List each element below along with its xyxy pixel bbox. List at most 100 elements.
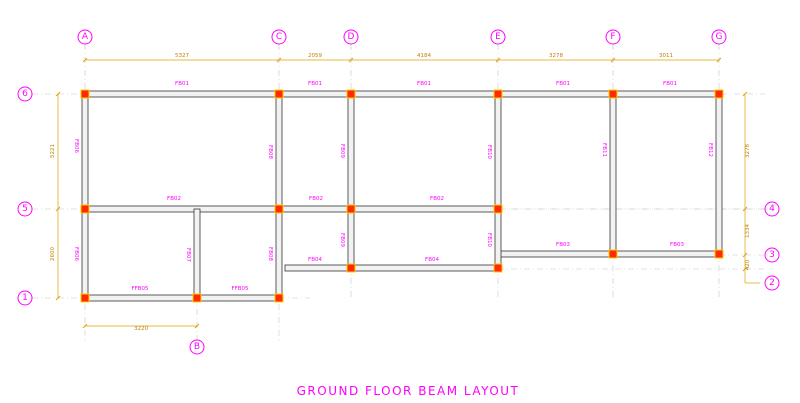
grid-bubble-label: C — [276, 32, 282, 42]
beam-fb02-c-d — [278, 205, 352, 213]
dimension-tick — [82, 57, 88, 63]
beam-label: FFB05 — [131, 286, 149, 292]
dimension-tick — [82, 323, 88, 329]
beam-label: FB01 — [417, 81, 431, 87]
dimension-tick — [716, 57, 722, 63]
horizontal-beam-labels: FB01 FB01 FB01 FB01 FB01 FB02 FB02 FB02 … — [131, 81, 684, 292]
beam-fb06-lower — [81, 208, 89, 299]
beam-fb11 — [609, 93, 617, 255]
column-e6 — [493, 89, 503, 99]
dimension-text: 2600 — [50, 247, 56, 261]
beam-ffb05-b-c — [196, 294, 280, 302]
beam-label: FB08 — [267, 145, 273, 159]
column-d5 — [346, 204, 356, 214]
beam-label: FB01 — [663, 81, 677, 87]
grid-bubble-left — [17, 201, 33, 217]
grid-bubble-label: G — [716, 32, 723, 42]
beam-label: FB06 — [73, 247, 79, 261]
dimension-text: 3011 — [659, 53, 673, 59]
beam-fb01-e-f — [497, 90, 614, 98]
beam-fb06-upper — [81, 93, 89, 210]
grid-bubble-top — [711, 29, 727, 45]
grid-bubble-top — [343, 29, 359, 45]
beam-label: FB10 — [486, 145, 492, 159]
beam-label: FFB05 — [231, 286, 249, 292]
beam-fb10-upper — [494, 93, 502, 210]
vertical-beam-labels: FB06 FB06 FB07 FB08 FB08 FB09 FB09 FB10 … — [73, 139, 713, 262]
dimension-text: 3278 — [549, 53, 563, 59]
dimension-tick — [742, 252, 748, 258]
columns — [80, 89, 724, 303]
grid-bubble-left — [17, 86, 33, 102]
beam-fb03-f-g — [612, 250, 720, 258]
beam-fb01-d-e — [350, 90, 499, 98]
column-e2 — [493, 263, 503, 273]
column-a6 — [80, 89, 90, 99]
grid-bubble-label: F — [610, 32, 615, 42]
dimension-text: 3220 — [134, 326, 148, 332]
grid-bubble-label: E — [495, 32, 501, 42]
dimension-text: 4184 — [417, 53, 431, 59]
dimension-tick — [742, 91, 748, 97]
column-d2 — [346, 263, 356, 273]
grid-bubble-label: A — [82, 32, 89, 42]
grid-bubble-right — [764, 275, 780, 291]
beam-label: FB12 — [707, 143, 713, 157]
column-b1 — [192, 293, 202, 303]
grid-bubble-label: 5 — [22, 204, 28, 214]
grid-bubble-top — [77, 29, 93, 45]
beam-fb12 — [715, 93, 723, 255]
dimension-tick — [348, 57, 354, 63]
dimension-tick — [276, 57, 282, 63]
beam-label: FB04 — [308, 257, 322, 263]
beam-label: FB01 — [556, 81, 570, 87]
dimension-text: 420 — [745, 259, 751, 270]
dimension-text: 5221 — [50, 144, 56, 158]
dimension-tick — [55, 206, 61, 212]
column-f6 — [608, 89, 618, 99]
beam-label: FB02 — [167, 196, 181, 202]
beam-fb01-c-d — [278, 90, 352, 98]
grid-bubble-left — [17, 290, 33, 306]
dimension-tick — [610, 57, 616, 63]
column-a1 — [80, 293, 90, 303]
dimension-text: 1334 — [745, 224, 751, 238]
beam-fb08-upper — [275, 93, 283, 210]
grid-bubble-top — [605, 29, 621, 45]
dimension-text: 5327 — [175, 53, 189, 59]
grid-bubble-label: B — [194, 342, 200, 352]
beam-label: FB02 — [430, 196, 444, 202]
beam-ffb05-a-b — [84, 294, 198, 302]
grid-bubble-label: 1 — [22, 293, 28, 303]
column-c1 — [274, 293, 284, 303]
drawing-title: GROUND FLOOR BEAM LAYOUT — [297, 384, 520, 398]
beam-fb09-upper — [347, 93, 355, 210]
column-e5 — [493, 204, 503, 214]
beam-fb02-d-e — [350, 205, 499, 213]
dimension-lines: 5327 2059 4184 3278 3011 5221 2600 3278 … — [50, 53, 760, 332]
beam-label: FB08 — [267, 247, 273, 261]
grid-bubbles: A C D E F G B 6 5 1 4 3 2 — [17, 29, 780, 355]
beam-label: FB09 — [339, 144, 345, 158]
beam-label: FB11 — [601, 143, 607, 157]
beam-fb10-lower — [494, 208, 502, 269]
column-a5 — [80, 204, 90, 214]
dimension-text: 2059 — [308, 53, 322, 59]
dimension-tick — [495, 57, 501, 63]
column-g6 — [714, 89, 724, 99]
grid-bubble-label: 6 — [22, 89, 28, 99]
grid-bubble-top — [490, 29, 506, 45]
grid-bubble-label: 2 — [769, 278, 775, 288]
dimension-tick — [55, 91, 61, 97]
dimension-tick — [742, 206, 748, 212]
column-g3 — [714, 249, 724, 259]
beam-label: FB01 — [175, 81, 189, 87]
beam-fb04-c-d — [284, 264, 352, 272]
beam-fb01-a-c — [84, 90, 280, 98]
beam-fb09-lower — [347, 208, 355, 269]
beam-label: FB04 — [425, 257, 439, 263]
column-d6 — [346, 89, 356, 99]
grid-bubble-right — [764, 247, 780, 263]
beam-label: FB10 — [486, 233, 492, 247]
beam-label: FB07 — [185, 248, 191, 262]
